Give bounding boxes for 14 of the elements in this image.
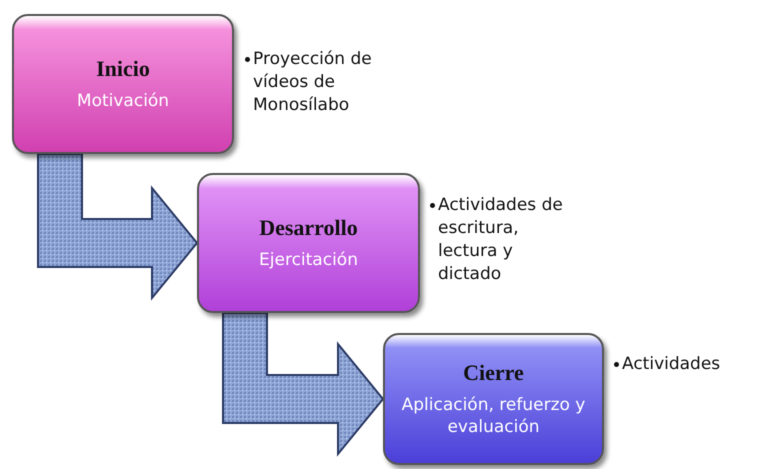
stage-box xyxy=(383,333,604,465)
stage-description: Motivación xyxy=(76,90,170,112)
bent-block-arrow xyxy=(37,153,198,301)
activity-note: Proyección de vídeos de Monosílabo xyxy=(253,48,373,117)
stage-box xyxy=(12,14,234,154)
stage-description: Ejercitación xyxy=(259,248,358,272)
stage-title: Desarrollo xyxy=(259,214,358,241)
stage-title: Inicio xyxy=(96,56,150,82)
bent-block-arrow xyxy=(222,312,384,457)
stage-title: Cierre xyxy=(463,360,524,386)
stage-description: Aplicación, refuerzo y evaluación xyxy=(400,394,586,438)
activity-note: Actividades de escritura, lectura y dictado xyxy=(438,194,564,286)
stage-box xyxy=(197,173,420,313)
activity-note: Actividades xyxy=(622,353,720,376)
